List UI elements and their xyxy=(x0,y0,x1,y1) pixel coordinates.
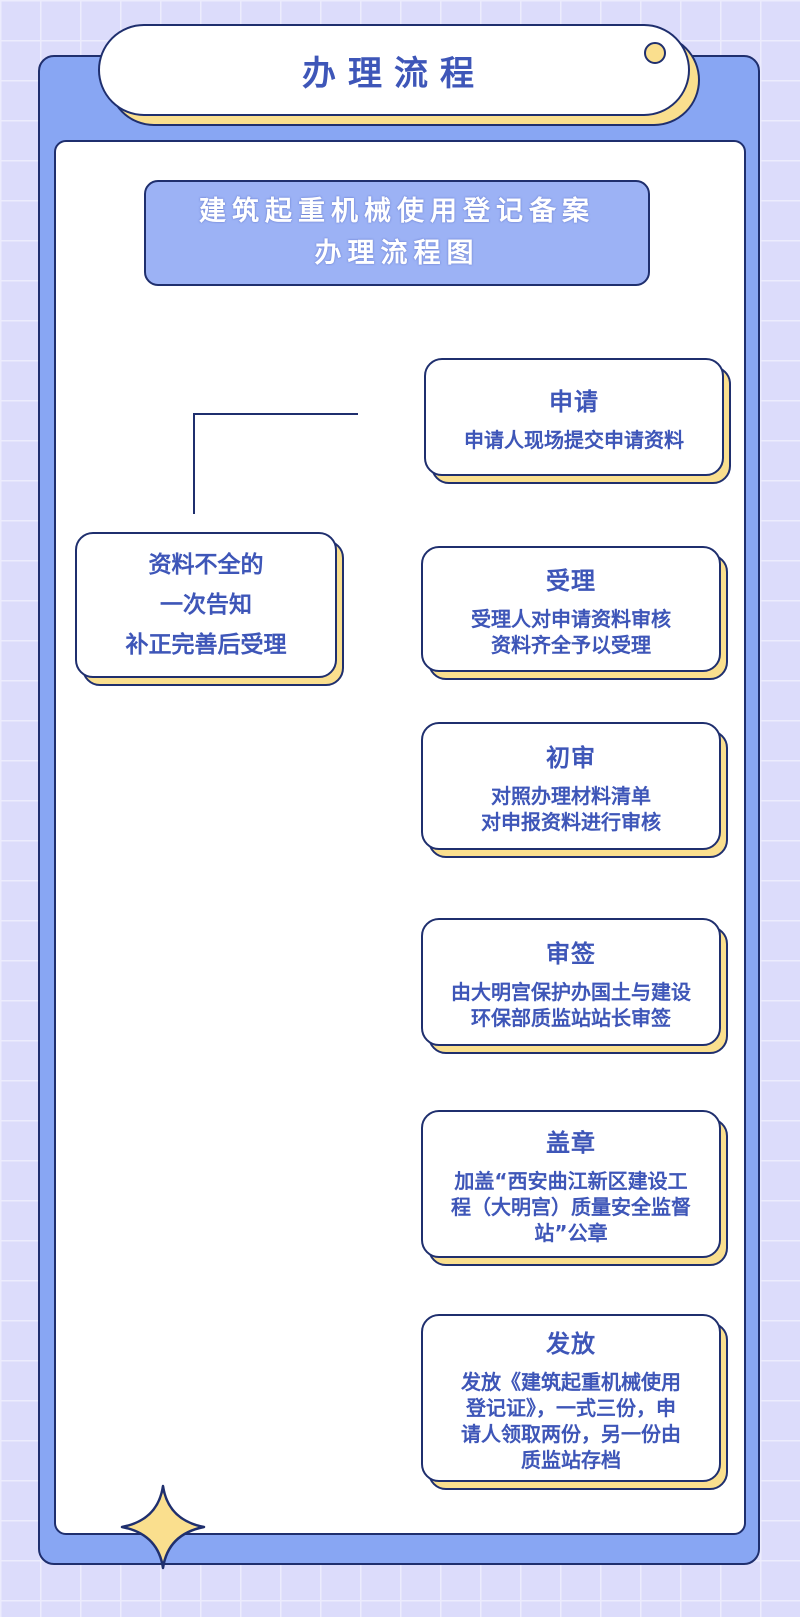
side-note-card: 资料不全的 一次告知 补正完善后受理 xyxy=(75,532,337,678)
header-pill: 办理流程 xyxy=(98,24,690,116)
diagram-title-banner: 建筑起重机械使用登记备案 办理流程图 xyxy=(144,180,650,286)
step-description: 受理人对申请资料审核资料齐全予以受理 xyxy=(471,606,671,657)
dot-decoration xyxy=(644,42,666,64)
step-title: 盖章 xyxy=(546,1128,596,1157)
banner-line-2: 办理流程图 xyxy=(314,238,480,269)
step-card-sign: 审签 由大明宫保护办国土与建设环保部质监站站长审签 xyxy=(421,918,721,1046)
banner-line-1: 建筑起重机械使用登记备案 xyxy=(199,196,595,227)
side-note-line-1: 资料不全的 xyxy=(148,552,264,578)
step-title: 申请 xyxy=(549,387,599,416)
step-description: 申请人现场提交申请资料 xyxy=(464,427,684,452)
step-title: 发放 xyxy=(546,1329,596,1358)
step-card-stamp: 盖章 加盖“西安曲江新区建设工程（大明宫）质量安全监督站”公章 xyxy=(421,1110,721,1258)
step-card-issue: 发放 发放《建筑起重机械使用登记证》，一式三份，申请人领取两份，另一份由质监站存… xyxy=(421,1314,721,1482)
step-title: 审签 xyxy=(546,939,596,968)
step-title: 受理 xyxy=(546,566,596,595)
side-note-line-3: 补正完善后受理 xyxy=(125,632,287,658)
page-title: 办理流程 xyxy=(302,53,486,94)
step-description: 对照办理材料清单对申报资料进行审核 xyxy=(481,783,661,834)
step-description: 由大明宫保护办国土与建设环保部质监站站长审签 xyxy=(451,979,691,1030)
step-card-accept: 受理 受理人对申请资料审核资料齐全予以受理 xyxy=(421,546,721,672)
step-title: 初审 xyxy=(546,743,596,772)
step-description: 发放《建筑起重机械使用登记证》，一式三份，申请人领取两份，另一份由质监站存档 xyxy=(461,1369,681,1472)
step-card-review: 初审 对照办理材料清单对申报资料进行审核 xyxy=(421,722,721,850)
step-card-apply: 申请 申请人现场提交申请资料 xyxy=(424,358,724,476)
step-description: 加盖“西安曲江新区建设工程（大明宫）质量安全监督站”公章 xyxy=(451,1168,691,1245)
sparkle-icon xyxy=(120,1484,206,1570)
side-note-line-2: 一次告知 xyxy=(160,592,252,618)
